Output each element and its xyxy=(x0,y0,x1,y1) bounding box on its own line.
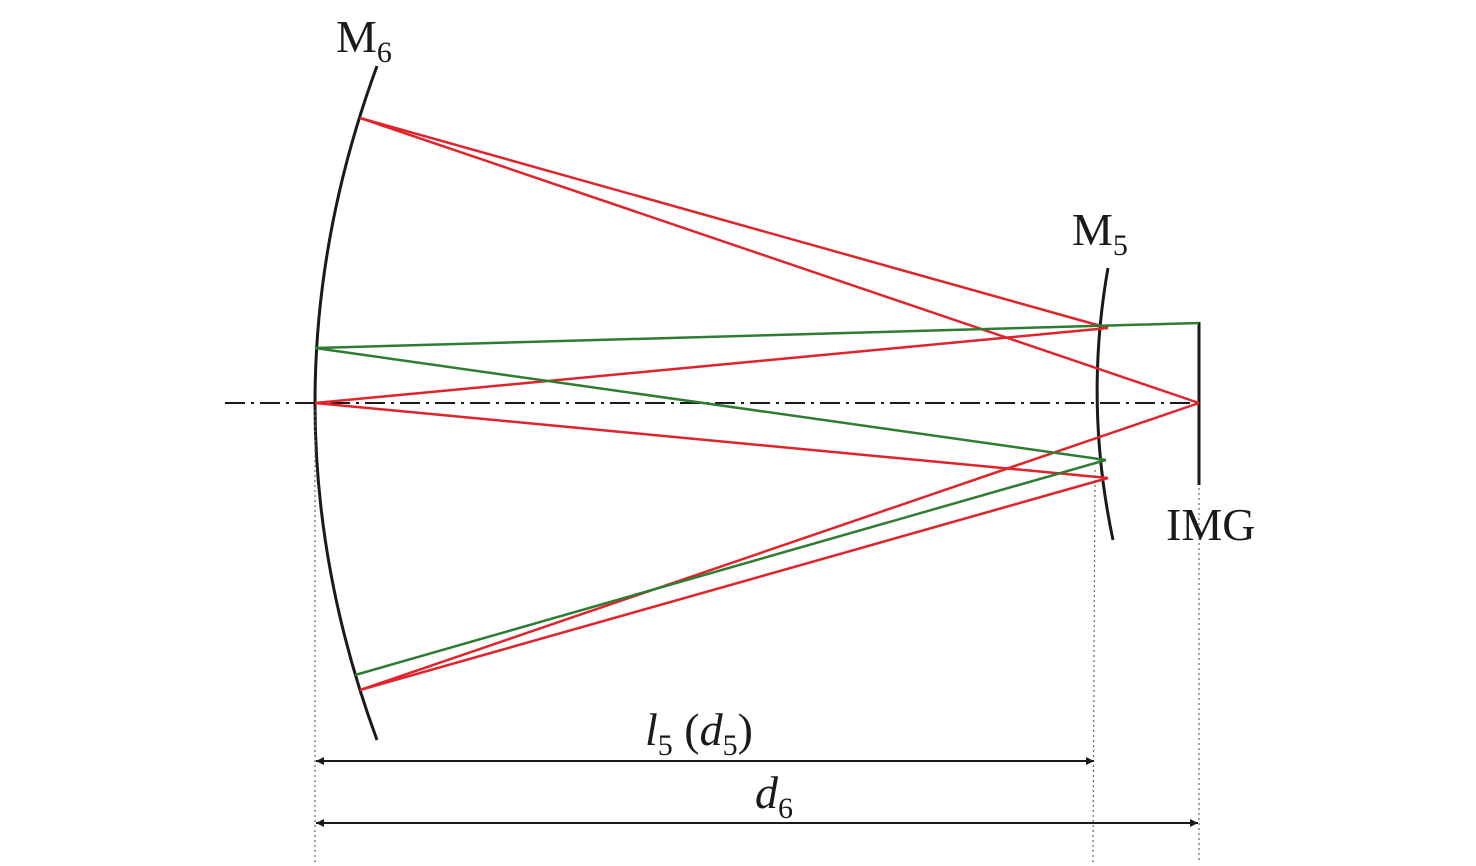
red-ray xyxy=(359,476,1109,692)
green-ray xyxy=(314,346,1107,462)
green-rays xyxy=(314,321,1200,677)
label-m6: M6 xyxy=(336,11,392,69)
red-ray xyxy=(359,116,1109,330)
red-rays xyxy=(314,116,1200,692)
green-ray xyxy=(354,458,1107,677)
red-ray xyxy=(314,401,1109,480)
label-d6: d6 xyxy=(755,767,793,825)
guide-m5 xyxy=(1092,469,1096,863)
red-ray xyxy=(359,116,1200,405)
label-img: IMG xyxy=(1166,499,1255,550)
mirror-m5 xyxy=(1095,267,1115,541)
label-m5: M5 xyxy=(1072,204,1128,262)
red-ray xyxy=(314,326,1109,405)
dimension-guides xyxy=(314,410,1200,863)
green-ray xyxy=(314,321,1200,350)
label-l5-d5: l5 (d5) xyxy=(645,704,753,762)
red-ray xyxy=(359,401,1200,692)
